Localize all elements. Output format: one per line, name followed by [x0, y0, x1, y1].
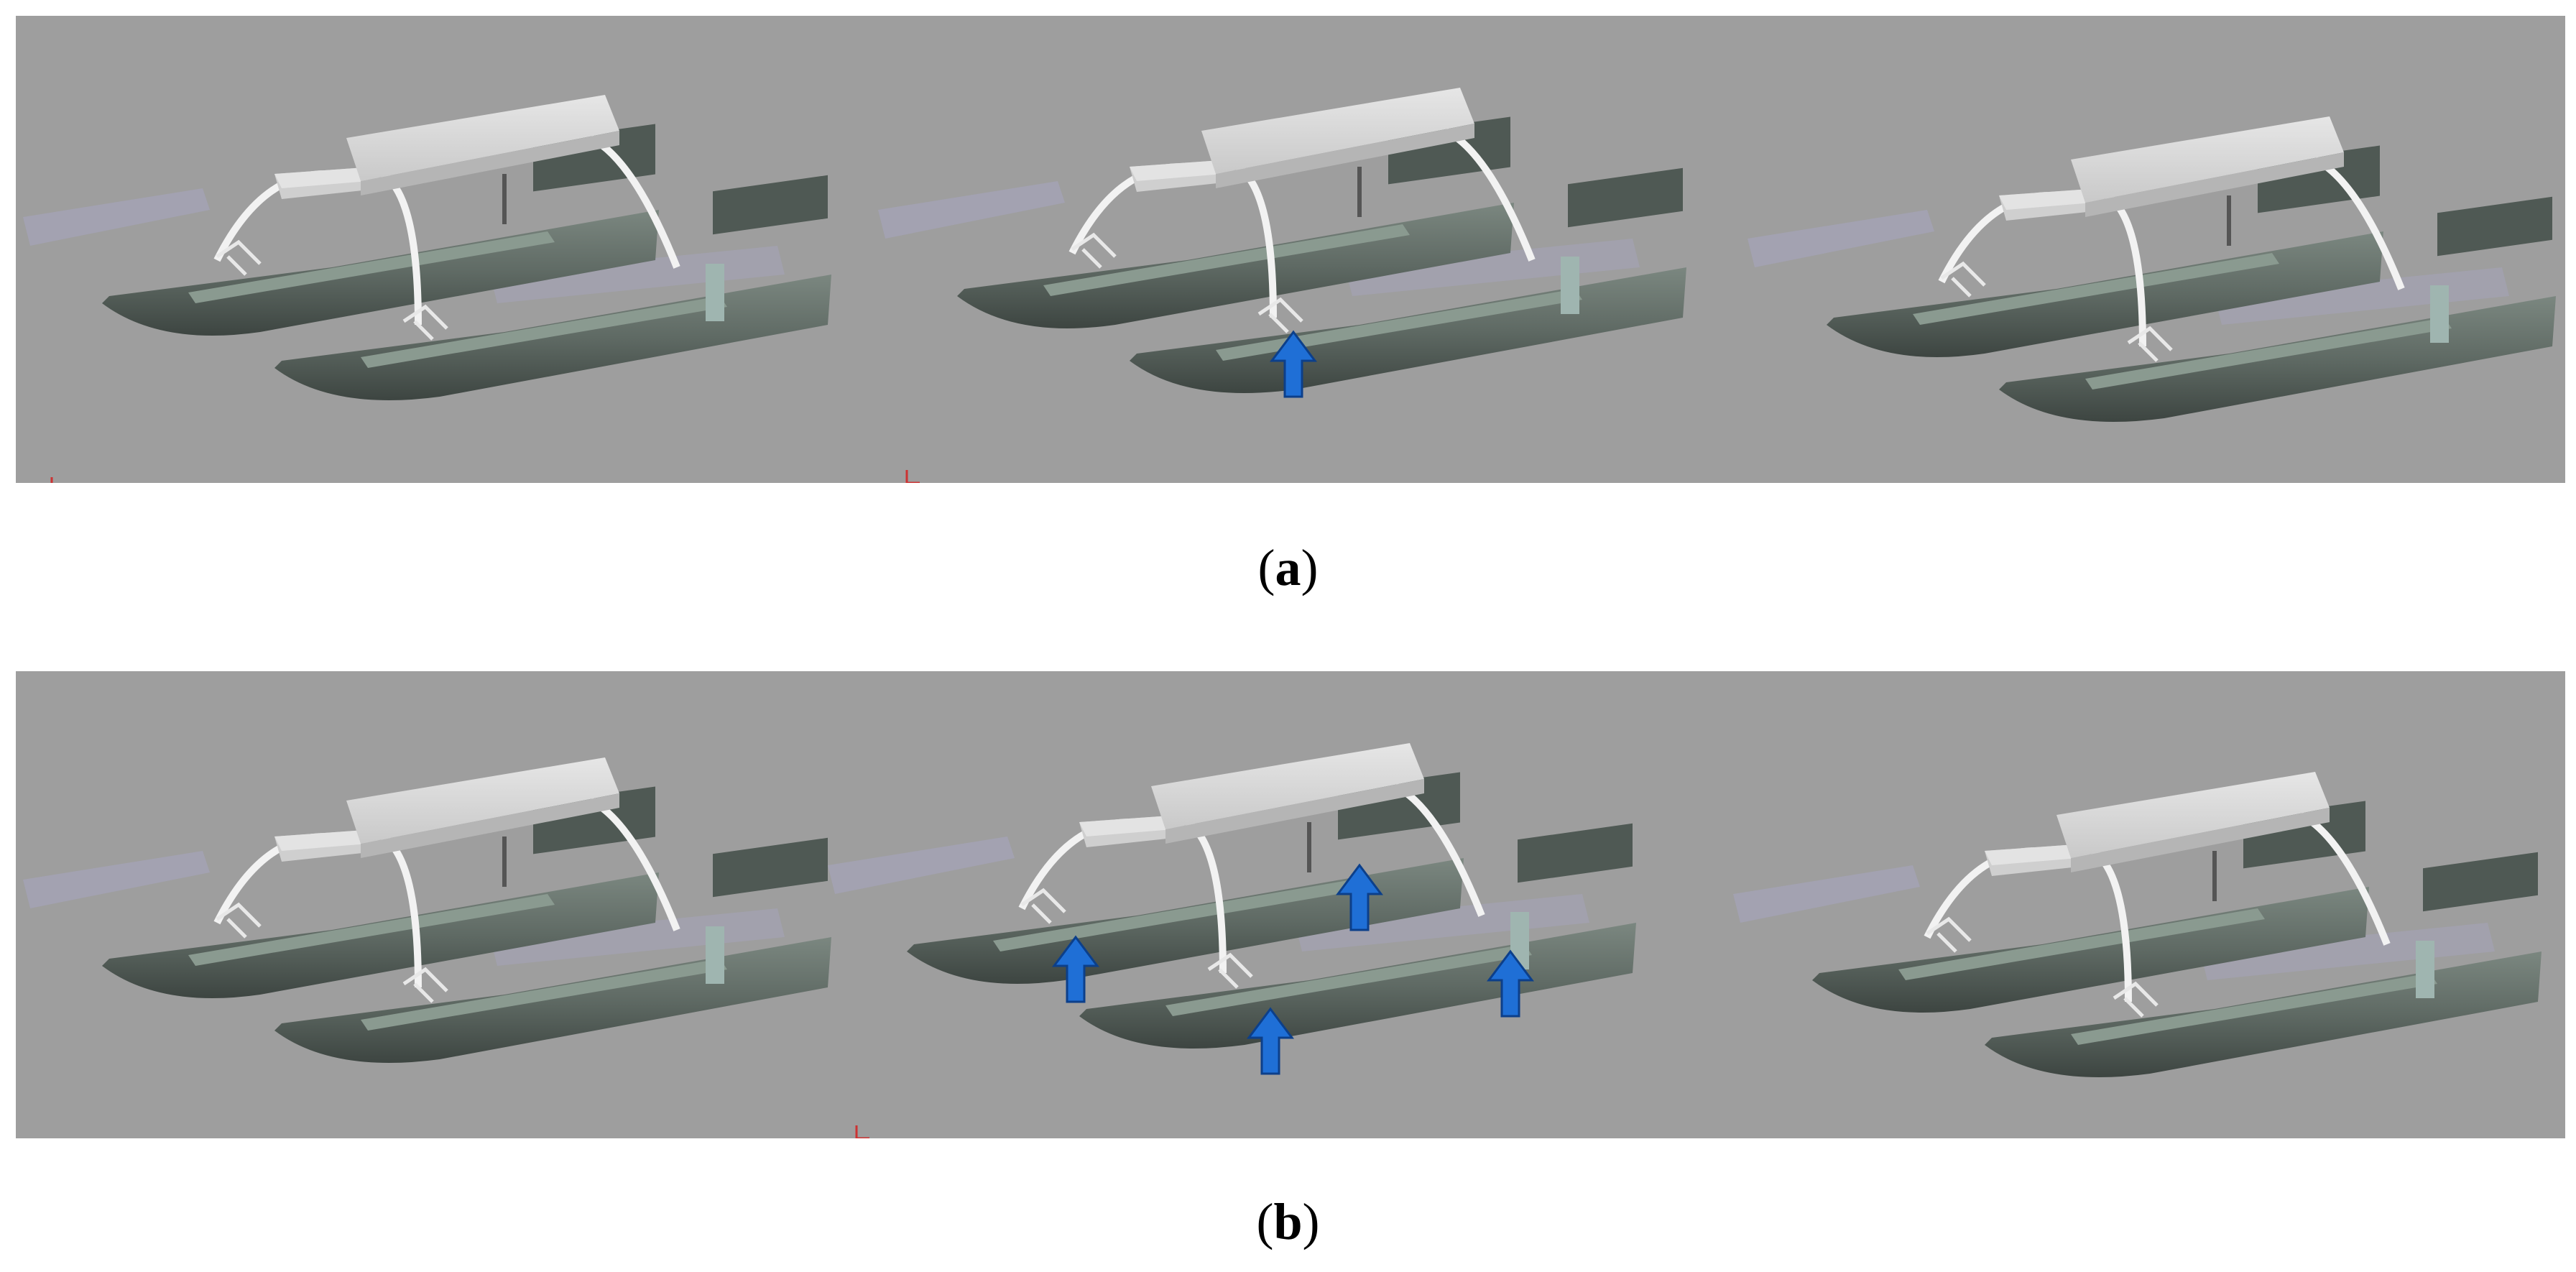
row-a-frame-1 [23, 95, 831, 483]
row-b-frames [16, 671, 2565, 1138]
row-b-frame-2 [828, 743, 1636, 1138]
caption-a: (a) [1257, 539, 1319, 596]
caption-b: (b) [1256, 1193, 1320, 1250]
row-a-frames [16, 16, 2565, 483]
row-a-frame-3 [1748, 116, 2556, 483]
simulation-row-a [16, 16, 2565, 483]
row-b-frame-3 [1733, 772, 2542, 1138]
simulation-row-b [16, 671, 2565, 1138]
row-a-frame-2 [878, 88, 1686, 483]
row-b-frame-1 [23, 757, 831, 1138]
